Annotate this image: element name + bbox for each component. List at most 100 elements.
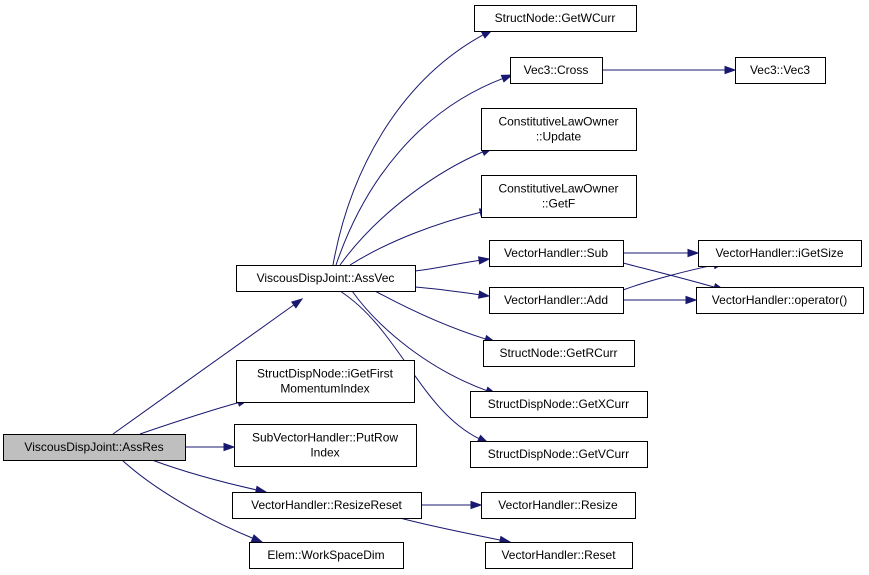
node-label: ::Update — [536, 130, 582, 144]
edge-assvec-to-getwcurr — [332, 29, 494, 266]
edge-cross-to-vec3 — [602, 65, 737, 75]
node-box — [481, 108, 637, 151]
node-label: VectorHandler::Reset — [501, 548, 616, 562]
node-getvcurr[interactable]: StructDispNode::GetVCurr — [470, 441, 648, 468]
node-label: ViscousDispJoint::AssRes — [24, 440, 163, 454]
node-getwcurr[interactable]: StructNode::GetWCurr — [474, 5, 637, 32]
node-label: VectorHandler::Add — [504, 293, 608, 307]
node-getf[interactable]: ConstitutiveLawOwner::GetF — [481, 175, 637, 218]
node-assvec[interactable]: ViscousDispJoint::AssVec — [236, 265, 416, 292]
node-box — [481, 492, 636, 519]
edge-assres-to-igetfirst — [139, 398, 250, 435]
node-box — [510, 57, 603, 84]
edge-line — [414, 259, 481, 272]
edge-line — [374, 290, 487, 340]
node-label: StructNode::GetRCurr — [499, 346, 617, 360]
arrowhead-icon — [223, 442, 236, 452]
arrowhead-icon — [470, 500, 483, 510]
node-label: Elem::WorkSpaceDim — [267, 548, 384, 562]
arrowhead-icon — [250, 534, 264, 543]
edge-resizereset-to-resize — [421, 500, 483, 510]
edge-line — [349, 211, 482, 266]
node-assres[interactable]: ViscousDispJoint::AssRes — [3, 434, 186, 461]
node-label: StructDispNode::iGetFirst — [257, 367, 394, 381]
node-reset[interactable]: VectorHandler::Reset — [485, 542, 633, 569]
node-label: VectorHandler::operator() — [712, 293, 847, 307]
node-label: VectorHandler::iGetSize — [715, 246, 843, 260]
node-igetsize[interactable]: VectorHandler::iGetSize — [698, 240, 862, 267]
edge-line — [112, 303, 296, 435]
node-getrcurr[interactable]: StructNode::GetRCurr — [483, 340, 635, 367]
node-label: ConstitutiveLawOwner — [498, 182, 618, 196]
edge-assvec-to-update — [339, 147, 494, 266]
node-label: VectorHandler::Sub — [504, 246, 608, 260]
node-box — [232, 492, 422, 519]
node-box — [474, 5, 637, 32]
node-box — [483, 340, 635, 367]
node-box — [489, 240, 624, 267]
node-box — [470, 441, 648, 468]
node-label: Index — [310, 446, 339, 460]
node-label: Vec3::Cross — [524, 63, 589, 77]
edge-line — [121, 459, 254, 540]
edge-add-to-operator — [623, 295, 698, 305]
arrowhead-icon — [478, 256, 491, 265]
edge-line — [399, 517, 502, 541]
arrowhead-icon — [478, 290, 491, 299]
node-box — [236, 265, 416, 292]
edge-assres-to-workspace — [121, 459, 264, 543]
node-vec3[interactable]: Vec3::Vec3 — [735, 57, 826, 84]
node-box — [234, 424, 417, 467]
node-update[interactable]: ConstitutiveLawOwner::Update — [481, 108, 637, 151]
node-label: Vec3::Vec3 — [750, 63, 810, 77]
node-getxcurr[interactable]: StructDispNode::GetXCurr — [470, 391, 648, 418]
edge-line — [622, 264, 716, 291]
node-box — [3, 434, 186, 461]
edge-sub-to-igetsize — [623, 248, 700, 258]
node-add[interactable]: VectorHandler::Add — [489, 287, 624, 314]
node-label: StructNode::GetWCurr — [495, 11, 616, 25]
node-box — [696, 287, 864, 314]
arrowhead-icon — [687, 248, 700, 258]
edge-assvec-to-sub — [414, 256, 491, 272]
edge-line — [151, 459, 258, 491]
edge-assres-to-assvec — [112, 298, 304, 435]
node-resizereset[interactable]: VectorHandler::ResizeReset — [232, 492, 422, 519]
node-box — [249, 542, 404, 569]
node-label: ConstitutiveLawOwner — [498, 115, 618, 129]
node-label: ::GetF — [542, 197, 575, 211]
edge-resizereset-to-reset — [399, 517, 512, 545]
node-box — [485, 542, 633, 569]
node-box — [236, 360, 415, 403]
node-operator[interactable]: VectorHandler::operator() — [696, 287, 864, 314]
edge-line — [139, 401, 240, 435]
arrowhead-icon — [500, 74, 514, 83]
edge-assvec-to-cross — [335, 74, 514, 266]
edge-assvec-to-getf — [349, 208, 492, 266]
edge-line — [351, 290, 488, 392]
node-box — [470, 391, 648, 418]
edge-sub-to-operator — [622, 262, 726, 292]
node-label: ViscousDispJoint::AssVec — [257, 271, 395, 285]
node-resize[interactable]: VectorHandler::Resize — [481, 492, 636, 519]
node-label: StructDispNode::GetXCurr — [488, 397, 629, 411]
node-workspace[interactable]: Elem::WorkSpaceDim — [249, 542, 404, 569]
edge-line — [339, 151, 484, 266]
edge-assvec-to-add — [414, 286, 491, 299]
edge-line — [335, 77, 504, 266]
node-box — [489, 287, 624, 314]
node-label: VectorHandler::ResizeReset — [251, 498, 402, 512]
node-cross[interactable]: Vec3::Cross — [510, 57, 603, 84]
arrowhead-icon — [290, 298, 304, 309]
nodes: ViscousDispJoint::AssRes ViscousDispJoint… — [3, 5, 864, 569]
arrowhead-icon — [685, 295, 698, 305]
edge-line — [332, 33, 485, 266]
node-label: StructDispNode::GetVCurr — [488, 447, 629, 461]
node-sub[interactable]: VectorHandler::Sub — [489, 240, 624, 267]
edge-assres-to-putrow — [185, 442, 236, 452]
node-box — [735, 57, 826, 84]
node-label: VectorHandler::Resize — [498, 498, 618, 512]
